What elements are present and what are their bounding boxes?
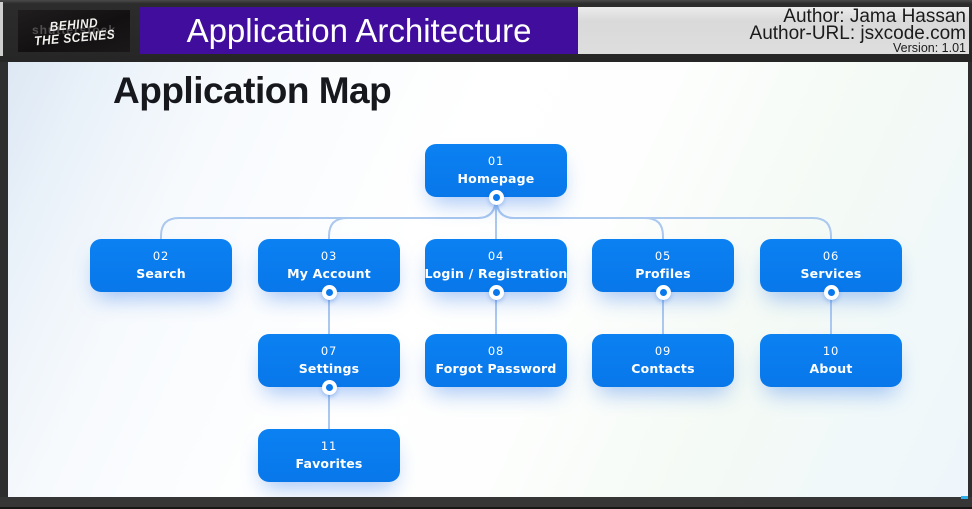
author-url: Author-URL: jsxcode.com	[749, 23, 966, 44]
node-number: 11	[320, 438, 338, 453]
behind-the-scenes-logo: shutterstock BEHIND THE SCENES	[18, 10, 130, 52]
node-my-account: 03 My Account	[258, 239, 400, 292]
connector-dot	[492, 288, 500, 296]
node-label: Login / Registration	[424, 266, 568, 281]
node-number: 10	[822, 343, 840, 358]
connector-dot	[827, 288, 835, 296]
node-label: Settings	[298, 361, 360, 376]
node-number: 02	[152, 248, 170, 263]
header-edge-sliver	[0, 2, 3, 56]
node-label: Contacts	[631, 361, 695, 376]
watermark-artifact-dot	[961, 496, 968, 499]
footer-bar	[0, 497, 972, 509]
node-label: Services	[800, 266, 862, 281]
author-name: Author: Jama Hassan	[783, 6, 966, 27]
version-label: Version: 1.01	[893, 41, 966, 55]
node-label: Forgot Password	[435, 361, 557, 376]
node-number: 03	[320, 248, 338, 263]
author-panel: Author: Jama Hassan Author-URL: jsxcode.…	[578, 6, 969, 55]
edge-homepage-to-services	[495, 196, 832, 240]
node-label: About	[809, 361, 853, 376]
connector-circle-homepage	[488, 189, 504, 205]
node-number: 06	[822, 248, 840, 263]
page-title: Application Map	[113, 70, 392, 111]
node-number: 01	[487, 153, 505, 168]
connector-dot	[325, 383, 333, 391]
logo-line-2: THE SCENES	[33, 26, 116, 49]
connector-circle-services	[823, 284, 839, 300]
connector-circle-login-registration	[488, 284, 504, 300]
connector-circle-my-account	[321, 284, 337, 300]
header-bar: shutterstock BEHIND THE SCENES Applicati…	[0, 0, 972, 62]
node-number: 09	[654, 343, 672, 358]
node-number: 08	[487, 343, 505, 358]
node-label: Profiles	[635, 266, 691, 281]
connector-dot	[325, 288, 333, 296]
connector-dot	[492, 193, 500, 201]
connector-circle-settings	[321, 379, 337, 395]
title-banner: Application Architecture	[140, 7, 578, 54]
node-label: Favorites	[295, 456, 363, 471]
node-label: Search	[136, 266, 186, 281]
node-label: Homepage	[457, 171, 535, 186]
node-number: 07	[320, 343, 338, 358]
node-number: 04	[487, 248, 505, 263]
node-number: 05	[654, 248, 672, 263]
connector-circle-profiles	[655, 284, 671, 300]
logo-text: BEHIND THE SCENES	[18, 10, 130, 52]
connector-dot	[659, 288, 667, 296]
edge-homepage-to-my-account	[328, 196, 497, 240]
node-label: My Account	[287, 266, 371, 281]
banner-title: Application Architecture	[186, 11, 532, 49]
